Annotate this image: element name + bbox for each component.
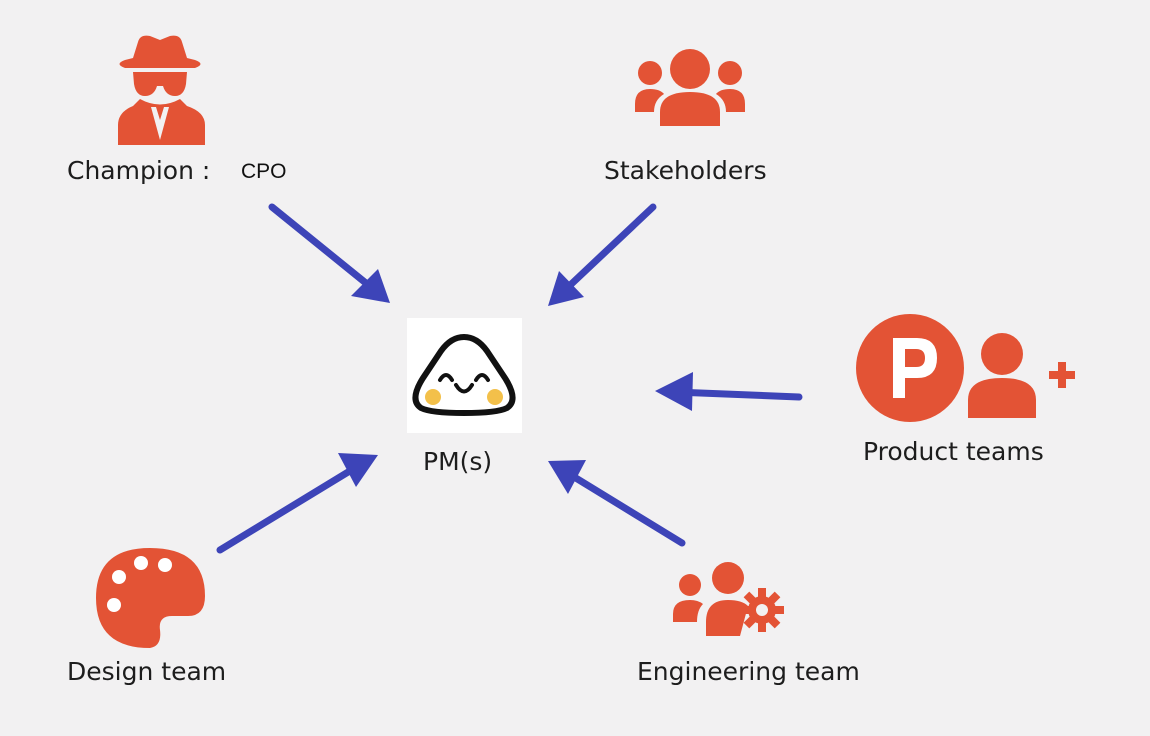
engineering-team-label: Engineering team [637,657,860,686]
champion-label: Champion : [67,156,211,185]
arrow-design-to-pm [216,453,378,554]
users-group-icon [635,49,745,126]
arrow-product-to-pm [655,372,803,411]
stakeholders-label: Stakeholders [604,156,767,185]
product-p-add-user-icon [856,314,1075,422]
palette-icon [96,548,205,648]
onigiri-smile-icon [412,334,516,416]
users-gear-icon [673,562,784,636]
pm-label: PM(s) [423,447,493,476]
spy-icon [118,35,205,145]
arrow-engineering-to-pm [548,460,686,547]
arrow-champion-to-pm [268,203,390,303]
arrow-stakeholders-to-pm [548,203,657,306]
pm-card [407,318,522,433]
product-teams-label: Product teams [863,437,1044,466]
champion-role-label: CPO [241,160,287,183]
design-team-label: Design team [67,657,227,686]
